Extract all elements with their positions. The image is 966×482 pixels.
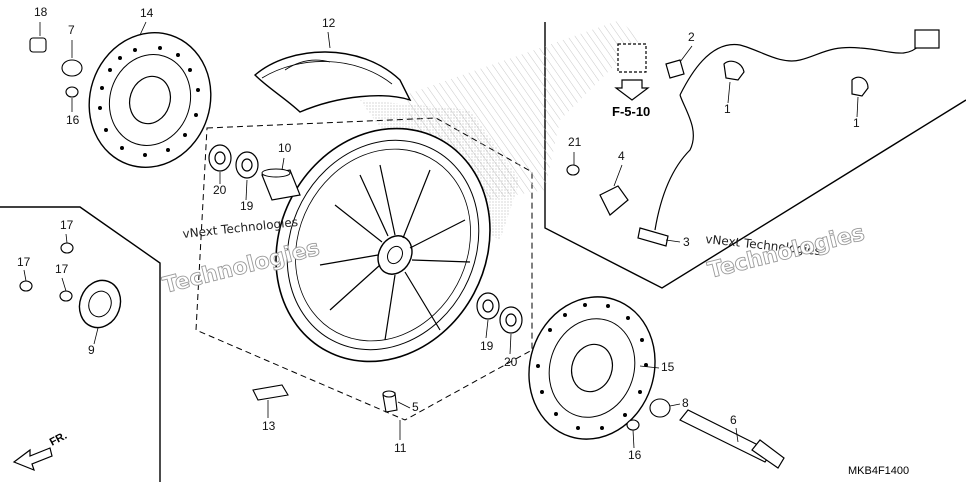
leader-c10 (281, 157, 285, 171)
leader-c17a (65, 233, 68, 244)
ref-arrow (614, 43, 650, 101)
leader-c6 (735, 427, 739, 443)
bearing-left (208, 144, 259, 179)
watermark-right: vNext Technologies Technologies (705, 220, 868, 284)
front-arrow-icon (12, 447, 53, 472)
diagram-code: MKB4F1400 (848, 465, 909, 477)
callout-c10[interactable]: 10 (278, 141, 292, 155)
callout-c16b[interactable]: 16 (628, 448, 642, 462)
callout-c13[interactable]: 13 (262, 419, 276, 433)
front-label: FR. (48, 430, 69, 449)
callout-c14[interactable]: 14 (140, 6, 154, 20)
leader-c12 (327, 31, 331, 49)
leader-c17c (61, 277, 67, 292)
callout-c2[interactable]: 2 (688, 30, 695, 44)
watermark-text-large: Technologies (705, 221, 867, 284)
callout-c1a[interactable]: 1 (724, 102, 731, 116)
leader-c19a (245, 179, 248, 201)
brake-disc-left (88, 32, 212, 168)
leader-c20b (509, 333, 512, 355)
brake-disc-right (528, 296, 656, 440)
leader-c8 (669, 403, 681, 407)
leader-c3 (665, 239, 681, 243)
leader-lines (23, 21, 859, 449)
leader-c1b (856, 96, 859, 118)
leader-c5 (397, 401, 411, 409)
wheel-spokes (319, 164, 471, 341)
leader-c9 (93, 327, 99, 345)
callout-c4[interactable]: 4 (618, 149, 625, 163)
callout-c20b[interactable]: 20 (504, 355, 518, 369)
callout-c12[interactable]: 12 (322, 16, 336, 30)
pulser-frame (0, 206, 161, 482)
callout-c19a[interactable]: 19 (240, 199, 254, 213)
callout-c6[interactable]: 6 (730, 413, 737, 427)
callout-c20a[interactable]: 20 (213, 183, 227, 197)
valve-and-weight (252, 384, 398, 413)
callout-c7[interactable]: 7 (68, 23, 75, 37)
callout-c9[interactable]: 9 (88, 343, 95, 357)
axle (679, 409, 785, 469)
callout-c21[interactable]: 21 (568, 135, 582, 149)
wheel (275, 127, 491, 363)
reference-label[interactable]: F-5-10 (612, 104, 650, 119)
fasteners (19, 37, 671, 431)
leader-c2 (679, 45, 693, 63)
callout-c3[interactable]: 3 (683, 235, 690, 249)
callout-c17c[interactable]: 17 (55, 262, 69, 276)
callout-c17a[interactable]: 17 (60, 218, 74, 232)
leader-c16b (632, 429, 635, 449)
callout-c17b[interactable]: 17 (17, 255, 31, 269)
callout-c15[interactable]: 15 (661, 360, 675, 374)
leader-c1a (727, 81, 731, 104)
leader-c19b (485, 319, 489, 339)
callout-c5[interactable]: 5 (412, 400, 419, 414)
leader-c4 (613, 164, 623, 187)
tire (253, 51, 412, 113)
callout-c11[interactable]: 11 (394, 441, 407, 455)
callout-c8[interactable]: 8 (682, 396, 689, 410)
callout-c16a[interactable]: 16 (66, 113, 80, 127)
speed-sensor (599, 29, 940, 247)
leader-c14 (139, 21, 147, 36)
leader-c15 (639, 365, 660, 369)
callout-c18[interactable]: 18 (34, 5, 48, 19)
leader-c17b (23, 269, 27, 282)
bearing-right (476, 292, 523, 334)
pulser-ring (78, 279, 122, 329)
callout-c1b[interactable]: 1 (853, 116, 860, 130)
collar (261, 168, 301, 201)
callout-c19b[interactable]: 19 (480, 339, 494, 353)
